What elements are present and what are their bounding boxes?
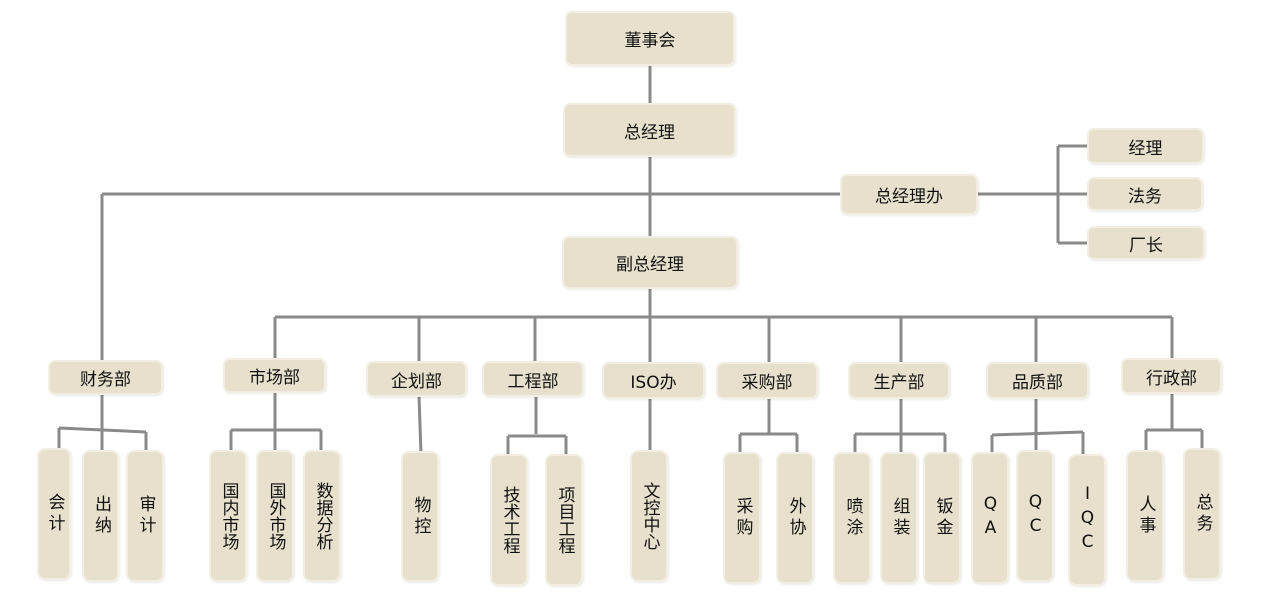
dept-quality[interactable]: 品质部 bbox=[986, 362, 1089, 399]
office-member-label: 法务 bbox=[1128, 186, 1162, 207]
unit-project-engineering[interactable]: 项目工程 bbox=[545, 454, 583, 586]
vgm-box[interactable]: 副总经理 bbox=[562, 236, 738, 289]
unit-sheet-metal[interactable]: 钣金 bbox=[923, 452, 961, 584]
gm-box[interactable]: 总经理 bbox=[563, 103, 736, 157]
board-box[interactable]: 董事会 bbox=[565, 11, 735, 66]
dept-label: 市场部 bbox=[249, 368, 300, 388]
office-member-manager[interactable]: 经理 bbox=[1087, 128, 1204, 164]
unit-label: 项目工程 bbox=[554, 486, 575, 554]
unit-assembly[interactable]: 组装 bbox=[880, 452, 918, 584]
gm-office-label: 总经理办 bbox=[875, 187, 943, 207]
dept-label: 工程部 bbox=[507, 371, 559, 392]
board-label: 董事会 bbox=[624, 31, 676, 51]
unit-qa[interactable]: QA bbox=[971, 452, 1009, 584]
dept-finance[interactable]: 财务部 bbox=[48, 360, 163, 395]
dept-label: 行政部 bbox=[1146, 368, 1197, 389]
unit-label: 审计 bbox=[135, 495, 156, 537]
dept-planning[interactable]: 企划部 bbox=[366, 361, 467, 397]
dept-engineering[interactable]: 工程部 bbox=[482, 361, 584, 397]
unit-label: IQC bbox=[1077, 484, 1098, 556]
unit-label: 人事 bbox=[1135, 495, 1156, 537]
unit-domestic-market[interactable]: 国内市场 bbox=[209, 450, 247, 582]
dept-admin[interactable]: 行政部 bbox=[1121, 358, 1222, 394]
unit-label: 喷涂 bbox=[842, 497, 863, 539]
office-member-label: 厂长 bbox=[1129, 235, 1163, 256]
unit-label: QA bbox=[980, 494, 1001, 542]
unit-label: 数据分析 bbox=[312, 482, 333, 550]
unit-label: 国外市场 bbox=[265, 482, 286, 550]
office-member-label: 经理 bbox=[1128, 138, 1163, 159]
dept-label: 企划部 bbox=[391, 371, 442, 392]
unit-procurement[interactable]: 采购 bbox=[723, 452, 761, 584]
unit-material-control[interactable]: 物控 bbox=[401, 451, 439, 582]
unit-iqc[interactable]: IQC bbox=[1068, 454, 1106, 586]
dept-production[interactable]: 生产部 bbox=[848, 362, 950, 399]
dept-iso-office[interactable]: ISO办 bbox=[602, 362, 705, 399]
unit-overseas-market[interactable]: 国外市场 bbox=[256, 450, 294, 582]
unit-label: 文控中心 bbox=[639, 482, 660, 550]
unit-label: 钣金 bbox=[932, 497, 953, 539]
dept-label: 生产部 bbox=[873, 373, 925, 393]
dept-purchasing[interactable]: 采购部 bbox=[716, 362, 818, 399]
unit-cashier[interactable]: 出纳 bbox=[82, 450, 119, 582]
dept-label: ISO办 bbox=[630, 373, 677, 393]
unit-accounting[interactable]: 会计 bbox=[37, 448, 71, 580]
unit-label: 会计 bbox=[44, 493, 65, 535]
vgm-label: 副总经理 bbox=[616, 255, 684, 275]
unit-general-affairs[interactable]: 总务 bbox=[1183, 448, 1221, 580]
unit-qc[interactable]: QC bbox=[1016, 450, 1054, 582]
unit-document-control[interactable]: 文控中心 bbox=[630, 450, 668, 582]
office-member-legal[interactable]: 法务 bbox=[1087, 177, 1203, 211]
dept-label: 财务部 bbox=[80, 370, 131, 390]
unit-label: 技术工程 bbox=[499, 486, 520, 554]
unit-label: 组装 bbox=[889, 497, 910, 539]
unit-label: 外协 bbox=[785, 497, 806, 539]
dept-marketing[interactable]: 市场部 bbox=[223, 358, 326, 393]
unit-label: 国内市场 bbox=[218, 482, 239, 550]
gm-office-box[interactable]: 总经理办 bbox=[840, 174, 978, 215]
unit-label: 采购 bbox=[732, 497, 753, 539]
unit-label: 总务 bbox=[1192, 493, 1213, 535]
unit-data-analysis[interactable]: 数据分析 bbox=[303, 450, 341, 582]
dept-label: 采购部 bbox=[741, 373, 793, 393]
unit-audit[interactable]: 审计 bbox=[126, 450, 164, 582]
dept-label: 品质部 bbox=[1012, 373, 1063, 393]
unit-label: 出纳 bbox=[91, 495, 111, 537]
office-member-factory-head[interactable]: 厂长 bbox=[1087, 226, 1205, 260]
unit-label: QC bbox=[1025, 492, 1046, 540]
unit-technical-engineering[interactable]: 技术工程 bbox=[490, 454, 528, 586]
unit-outsourcing[interactable]: 外协 bbox=[776, 452, 814, 584]
unit-hr[interactable]: 人事 bbox=[1126, 450, 1164, 582]
unit-label: 物控 bbox=[410, 495, 431, 538]
unit-spray-painting[interactable]: 喷涂 bbox=[833, 452, 871, 584]
gm-label: 总经理 bbox=[624, 122, 675, 143]
